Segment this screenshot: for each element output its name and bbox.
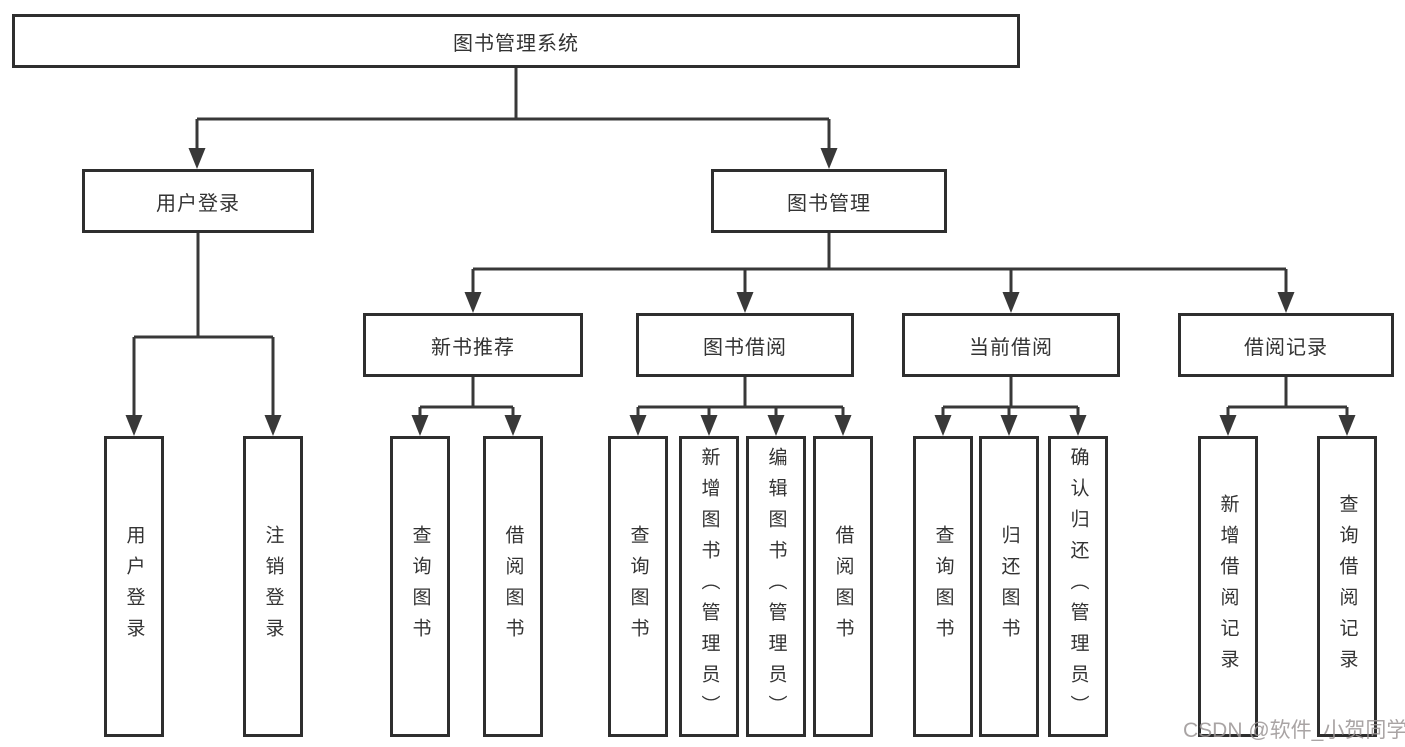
node-label: 借阅记录	[1244, 336, 1328, 359]
leaf-borrow-books: 借阅图书	[813, 436, 873, 737]
node-label: 图书管理	[787, 192, 871, 215]
arrowhead	[820, 148, 838, 169]
arrowhead	[464, 292, 482, 313]
node-label: 编辑图书（管理员）	[765, 447, 787, 726]
arrowhead	[629, 415, 647, 436]
node-library-management-system: 图书管理系统	[12, 14, 1020, 68]
arrowhead	[188, 148, 206, 169]
node-label: 新书推荐	[431, 336, 515, 359]
arrowhead	[411, 415, 429, 436]
node-label: 用户登录	[156, 192, 240, 215]
node-label: 图书借阅	[703, 336, 787, 359]
node-book-management: 图书管理	[711, 169, 947, 233]
node-label: 注销登录	[262, 524, 284, 649]
arrowhead	[767, 415, 785, 436]
arrowhead	[1000, 415, 1018, 436]
node-label: 借阅图书	[832, 524, 854, 649]
node-label: 图书管理系统	[453, 32, 579, 55]
node-borrow-records: 借阅记录	[1178, 313, 1394, 377]
leaf-query-borrow-record: 查询借阅记录	[1317, 436, 1377, 737]
leaf-user-login: 用户登录	[104, 436, 164, 737]
arrowhead	[834, 415, 852, 436]
node-label: 查询图书	[932, 524, 954, 649]
arrowhead	[125, 415, 143, 436]
node-label: 归还图书	[998, 524, 1020, 649]
leaf-edit-books-admin: 编辑图书（管理员）	[746, 436, 806, 737]
node-book-borrow: 图书借阅	[636, 313, 854, 377]
tree-edges	[132, 68, 1349, 418]
leaf-query-books-recommend: 查询图书	[390, 436, 450, 737]
node-label: 用户登录	[123, 524, 145, 649]
leaf-borrow-books-recommend: 借阅图书	[483, 436, 543, 737]
arrowhead	[736, 292, 754, 313]
leaf-add-borrow-record: 新增借阅记录	[1198, 436, 1258, 737]
arrowhead	[1002, 292, 1020, 313]
node-new-book-recommend: 新书推荐	[363, 313, 583, 377]
node-label: 查询图书	[409, 524, 431, 649]
node-label: 查询图书	[627, 524, 649, 649]
node-current-borrow: 当前借阅	[902, 313, 1120, 377]
arrowhead	[1277, 292, 1295, 313]
leaf-confirm-return-admin: 确认归还（管理员）	[1048, 436, 1108, 737]
node-label: 新增借阅记录	[1217, 493, 1239, 680]
leaf-add-books-admin: 新增图书（管理员）	[679, 436, 739, 737]
arrowheads	[125, 148, 1356, 436]
node-label: 借阅图书	[502, 524, 524, 649]
node-label: 当前借阅	[969, 336, 1053, 359]
leaf-return-books: 归还图书	[979, 436, 1039, 737]
node-label: 新增图书（管理员）	[698, 447, 720, 726]
arrowhead	[504, 415, 522, 436]
node-label: 确认归还（管理员）	[1067, 447, 1089, 726]
leaf-logout: 注销登录	[243, 436, 303, 737]
arrowhead	[1219, 415, 1237, 436]
node-user-login: 用户登录	[82, 169, 314, 233]
node-label: 查询借阅记录	[1336, 493, 1358, 680]
arrowhead	[934, 415, 952, 436]
leaf-query-books-borrow: 查询图书	[608, 436, 668, 737]
csdn-watermark: CSDN @软件_小贺同学	[1183, 719, 1405, 742]
arrowhead	[264, 415, 282, 436]
leaf-query-books-current: 查询图书	[913, 436, 973, 737]
arrowhead	[1069, 415, 1087, 436]
arrowhead	[1338, 415, 1356, 436]
arrowhead	[700, 415, 718, 436]
